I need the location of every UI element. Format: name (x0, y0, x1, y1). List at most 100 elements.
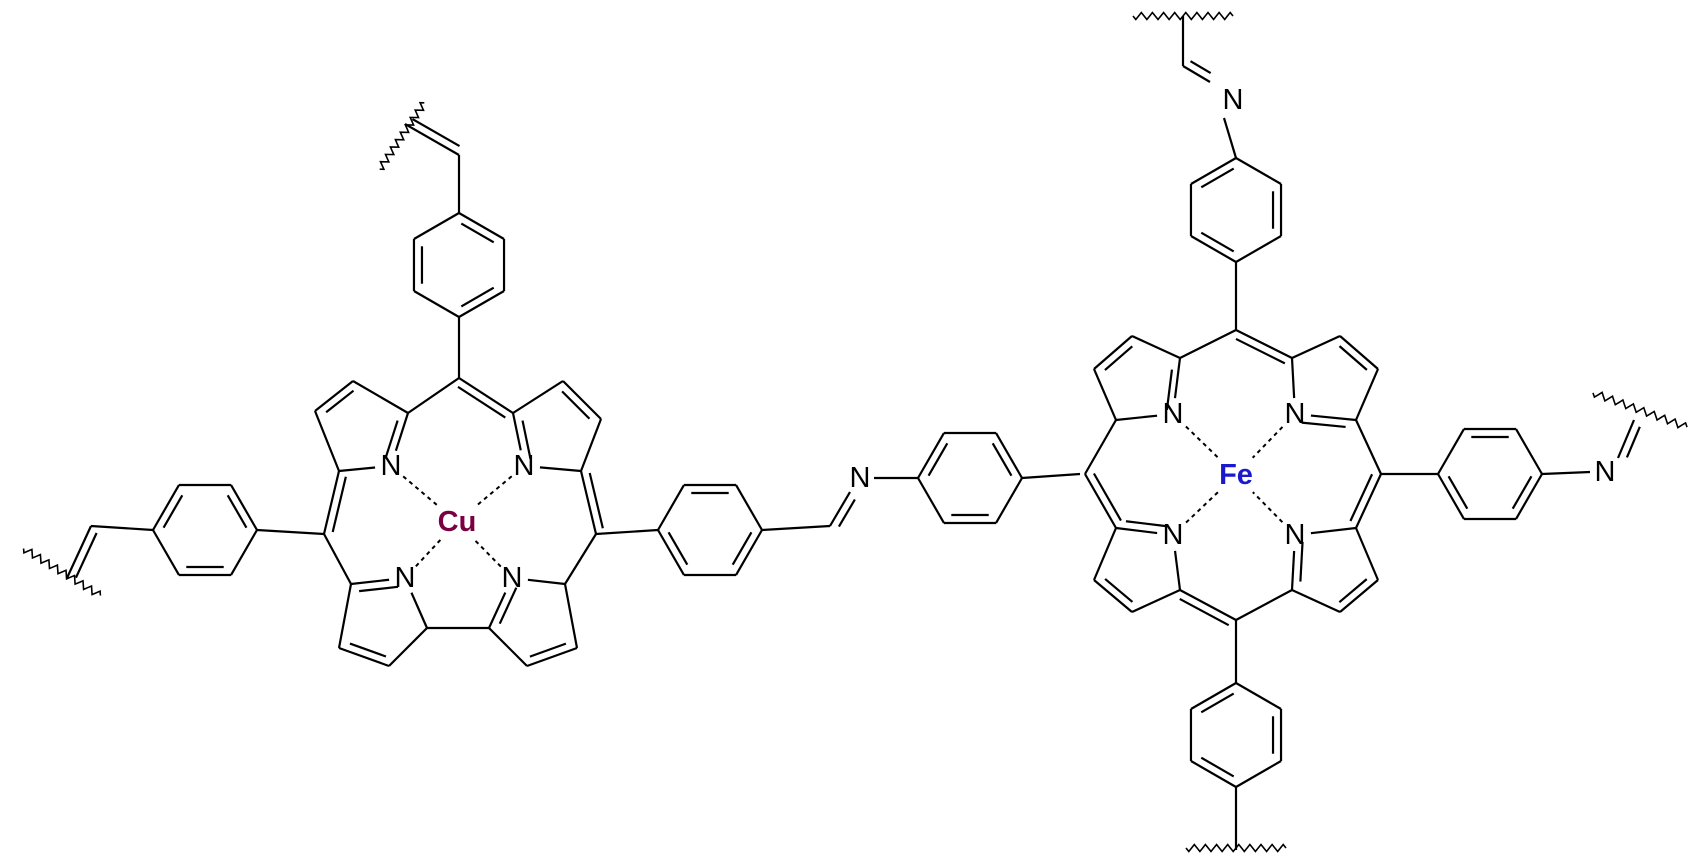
imine-nitrogen-linker: N (850, 462, 871, 494)
cu-left-wavy (22, 548, 102, 596)
single-bond (1290, 357, 1296, 399)
single-bond (458, 377, 514, 414)
double-bond-inner (1338, 578, 1368, 604)
double-bond-parallel (1625, 426, 1641, 458)
single-bond (352, 380, 409, 414)
double-bond-parallel (588, 472, 604, 529)
cu-left-phenyl-bond (230, 529, 258, 576)
single-bond (1021, 472, 1081, 480)
fe-right-phenyl-bond (1437, 428, 1465, 475)
polymer-continuation-layer (22, 11, 1688, 853)
fe-bottom-phenyl-double-bond (1200, 756, 1235, 778)
single-bond (1235, 589, 1293, 621)
linker-phenyl-bond (995, 477, 1023, 524)
single-bond (1222, 117, 1238, 159)
double-bond-parallel (74, 532, 98, 579)
fe-nitrogen-top-left: N (1163, 398, 1184, 430)
double-bond-parallel (1179, 597, 1230, 627)
single-bond (314, 380, 354, 412)
fe-nitrogen-top-right: N (1285, 398, 1306, 430)
fe-right-phenyl-bond (1437, 473, 1465, 520)
single-bond (66, 525, 92, 579)
single-bond (1355, 473, 1382, 529)
single-bond (829, 491, 851, 527)
coordination-bond (1185, 425, 1220, 460)
single-bond (323, 533, 352, 585)
cu-nitrogen-bottom-right: N (502, 562, 523, 594)
single-bond (564, 533, 597, 585)
single-bond (512, 380, 564, 414)
single-bond (1084, 473, 1117, 529)
single-bond (388, 627, 428, 667)
fe-bottom-phenyl-double-bond (1200, 692, 1235, 714)
fe-nitrogen-bottom-right: N (1285, 519, 1306, 551)
single-bond (338, 646, 390, 668)
single-bond (1179, 589, 1237, 621)
double-bond-inner (384, 420, 399, 460)
double-bond-parallel (1349, 473, 1374, 522)
cu-top-phenyl-bond (458, 212, 505, 240)
linker-phenyl-bond (995, 432, 1023, 479)
single-bond (1084, 419, 1117, 475)
cu-left-phenyl-double-bond (226, 494, 248, 529)
fe-right-phenyl-double-bond (1447, 475, 1469, 510)
cu-top-phenyl-double-bond (460, 222, 495, 244)
single-bond (407, 377, 460, 414)
cu-right-phenyl-bond (657, 529, 685, 576)
coordination-bond (474, 475, 513, 508)
single-bond (410, 592, 429, 629)
cu-top-phenyl-bond (413, 290, 460, 318)
coordination-bond (1251, 426, 1284, 459)
double-bond-inner (1165, 369, 1174, 411)
single-bond (1354, 527, 1380, 581)
single-bond (511, 412, 522, 451)
fe-right-phenyl-double-bond (1511, 475, 1533, 510)
fe-top-phenyl-bond (1190, 157, 1237, 185)
single-bond (1310, 414, 1357, 422)
single-bond (1173, 357, 1182, 399)
single-bond (90, 524, 154, 532)
fe-top-phenyl-bond (1190, 235, 1237, 263)
fe-bottom-phenyl-bond (1190, 682, 1237, 710)
double-bond-parallel (1235, 337, 1286, 365)
single-bond (579, 470, 598, 535)
fe-bottom-phenyl-bond (1190, 760, 1237, 788)
single-bond (527, 578, 566, 586)
coordination-bond (1252, 491, 1284, 523)
copper-center: Cu (438, 506, 477, 538)
linker-phenyl-double-bond (991, 442, 1013, 477)
single-bond (1354, 368, 1380, 421)
single-bond (1092, 368, 1118, 421)
double-bond-inner (325, 389, 355, 414)
cu-left-phenyl-double-bond (162, 494, 184, 529)
single-bond (1339, 579, 1379, 613)
coordination-bond (402, 475, 440, 508)
double-bond-inner (561, 390, 591, 420)
single-bond (1093, 335, 1133, 370)
cu-right-phenyl-bond (657, 484, 685, 531)
single-bond (562, 380, 602, 420)
cu-top-phenyl-bond (458, 290, 505, 318)
single-bond (539, 466, 582, 473)
double-bond-inner (1125, 520, 1168, 528)
fe-nitrogen-bottom-left: N (1163, 519, 1184, 551)
fe-right-phenyl-bond (1515, 473, 1543, 520)
double-bond-parallel (1189, 60, 1212, 75)
fe-bottom-wavy (1185, 843, 1287, 853)
single-bond (595, 528, 659, 536)
fe-top-phenyl-bond (1235, 157, 1282, 185)
cu-right-phenyl-double-bond (667, 531, 689, 566)
single-bond (1616, 419, 1636, 459)
bond-layer (66, 16, 1641, 850)
single-bond (337, 583, 353, 649)
single-bond (526, 646, 578, 668)
cu-top-wavy (379, 101, 425, 171)
single-bond (1182, 65, 1211, 83)
single-bond (1541, 470, 1591, 476)
coordination-bond (1185, 490, 1220, 524)
cu-top-phenyl-double-bond (460, 286, 495, 308)
double-bond-inner (349, 642, 387, 658)
double-bond-inner (1104, 345, 1134, 371)
single-bond (1131, 589, 1181, 613)
